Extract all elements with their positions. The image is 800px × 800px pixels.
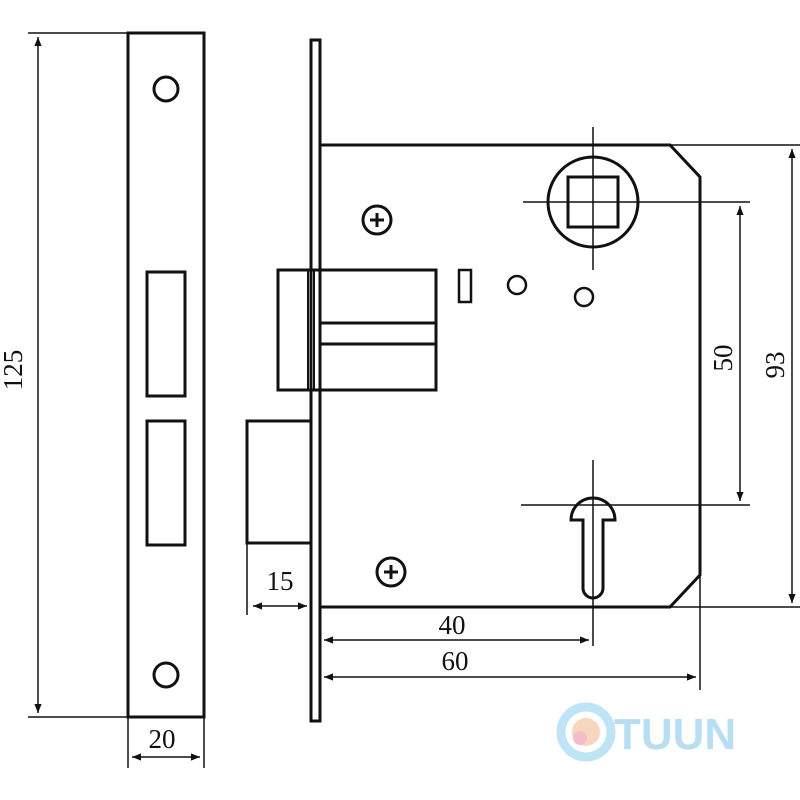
latch-projection-label: 15	[267, 566, 294, 596]
center-lines	[521, 127, 750, 646]
backset-dimension	[324, 575, 701, 690]
screw-icon	[375, 556, 407, 588]
backset-label: 60	[442, 646, 469, 676]
faceplate-width-dimension	[127, 717, 205, 768]
euro-cylinder-keyway	[569, 496, 617, 600]
faceplate-width-label: 20	[149, 724, 176, 754]
faceplate-deadbolt-slot	[145, 270, 187, 398]
case-height-label: 93	[760, 352, 790, 379]
watermark-text: TUUN	[614, 710, 736, 759]
selector-slot	[457, 268, 473, 304]
latch-bolt	[245, 419, 313, 545]
deadbolt-slot-line	[307, 269, 315, 391]
screw-icon	[361, 204, 393, 236]
faceplate-length-label: 125	[0, 350, 28, 391]
faceplate-front-view	[126, 31, 206, 719]
backset-keyway-dimension	[319, 607, 589, 690]
watermark-ring-icon	[556, 702, 616, 762]
case-height-dimension	[670, 144, 800, 608]
faceplate-outline	[126, 31, 206, 719]
deadbolt	[276, 268, 438, 392]
latch-projection-dimension	[246, 543, 307, 615]
watermark-logo: TUUN	[556, 702, 736, 762]
small-hole-1	[506, 274, 528, 296]
lock-body-side-view	[245, 38, 702, 723]
faceplate-screw-hole-top	[152, 75, 180, 103]
backset-keyway-label: 40	[439, 610, 466, 640]
faceplate-length-dimension	[28, 32, 128, 718]
faceplate-latch-slot	[145, 419, 187, 547]
small-hole-2	[573, 286, 595, 308]
center-distance-label: 50	[708, 345, 738, 372]
faceplate-screw-hole-bottom	[152, 661, 180, 689]
